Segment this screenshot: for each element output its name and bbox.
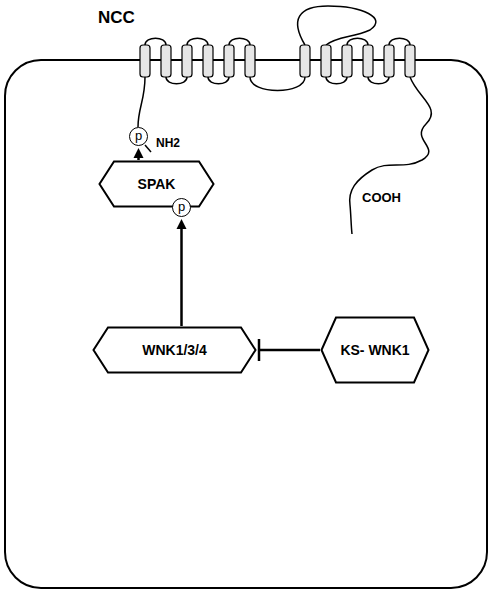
cell-outline — [5, 60, 487, 588]
transmembrane-helices — [140, 45, 415, 77]
phospho-circle: p — [129, 127, 148, 146]
phospho-mark: p — [178, 200, 185, 213]
phospho-circle: p — [172, 198, 191, 217]
phospho-mark: p — [135, 129, 142, 142]
ncc-loops — [138, 6, 431, 234]
kinase-name: WNK1/3/4 — [142, 342, 207, 358]
kinase-hexagon: WNK1/3/4 — [92, 326, 257, 374]
kinase-name: SPAK — [138, 176, 176, 192]
kinase-name: KS- WNK1 — [340, 342, 410, 358]
protein-label: NH2 — [156, 136, 180, 150]
kinase-hexagon: SPAK — [98, 160, 215, 208]
protein-label: COOH — [362, 190, 401, 205]
protein-label: NCC — [98, 8, 135, 28]
kinase-hexagon: KS- WNK1 — [320, 316, 430, 384]
activation-arrow — [177, 219, 187, 326]
inhibition-line — [259, 339, 320, 361]
activation-arrow — [134, 148, 144, 160]
